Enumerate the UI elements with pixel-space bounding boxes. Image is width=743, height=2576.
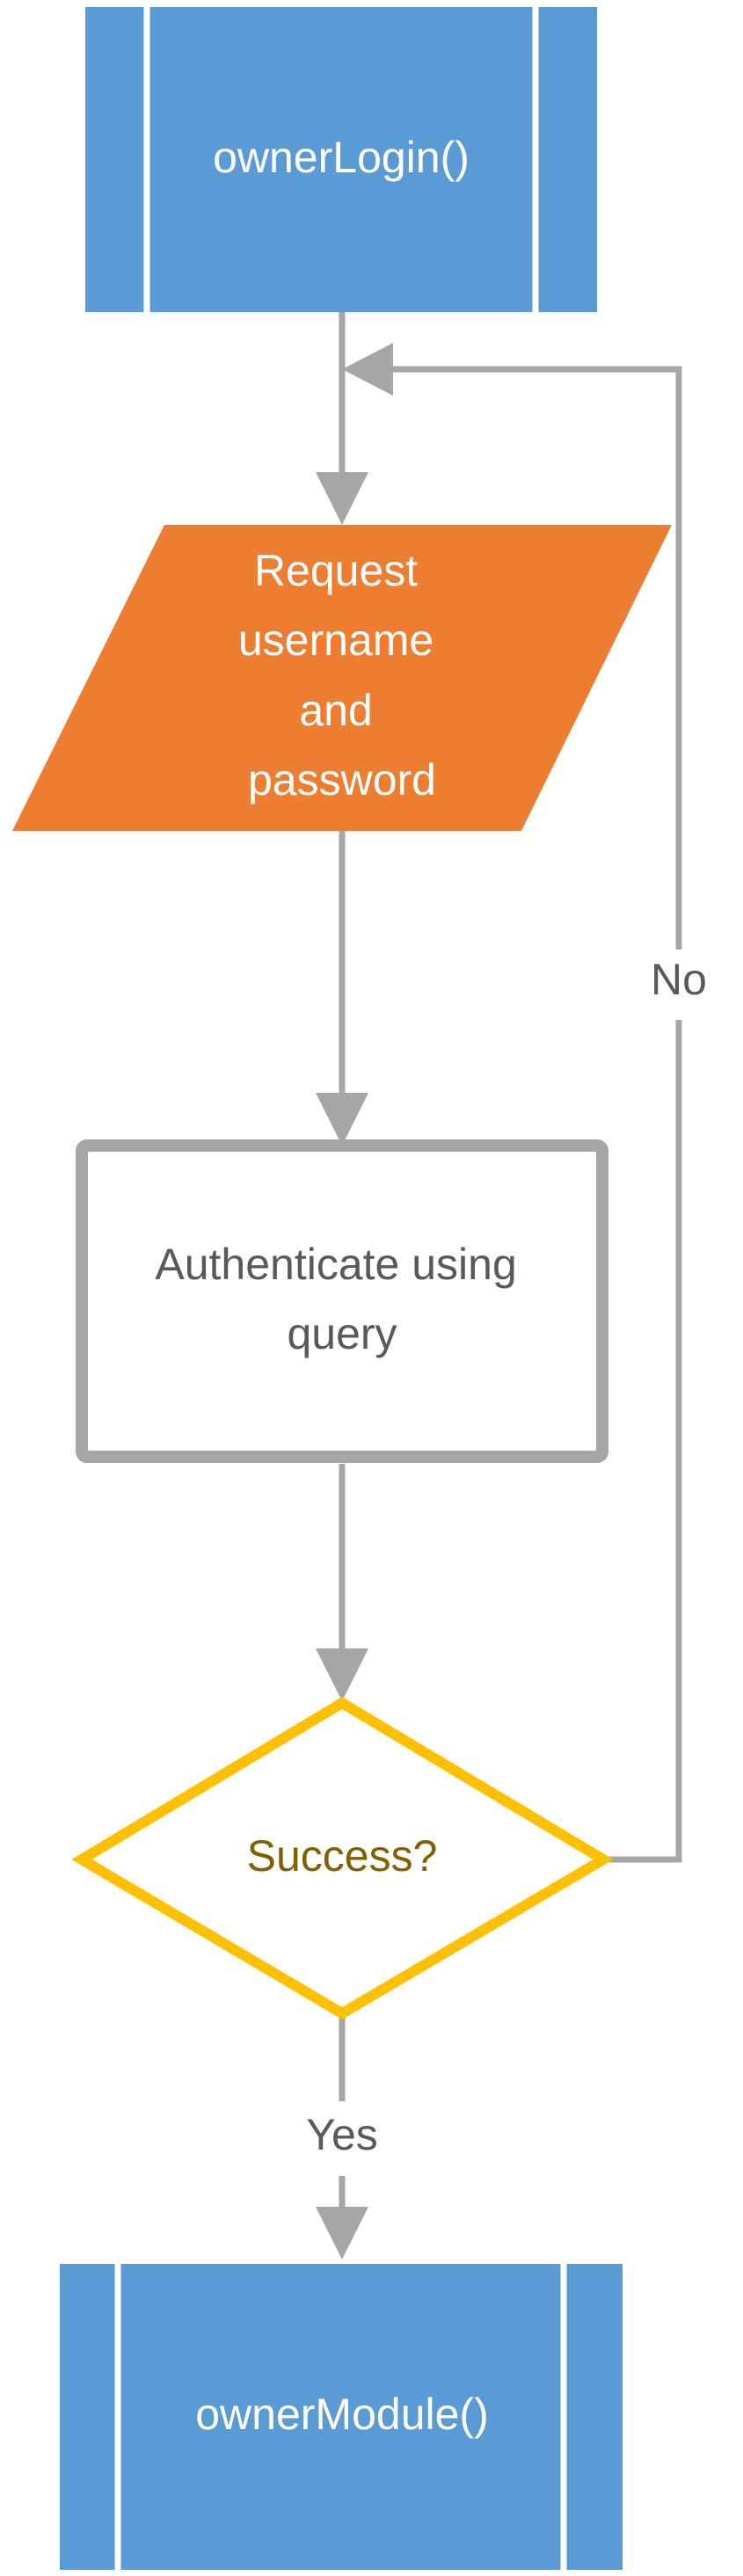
request-credentials-line-4: password [248,755,436,804]
node-owner-module: ownerModule() [60,2264,623,2570]
node-authenticate: Authenticate using query [76,1139,608,1463]
request-credentials-line-3: and [299,686,372,735]
authenticate-line-2: query [287,1309,397,1358]
predefined-process-shape [60,2264,623,2570]
predefined-process-shape [85,7,597,312]
arrowheads [316,343,393,2259]
process-shape [76,1139,608,1463]
no-edge-label: No [651,955,707,1004]
authenticate-label: Authenticate using query [155,1240,528,1358]
node-success-decision: Success? [71,1697,614,2019]
arrowhead-into-decision [316,1648,368,1701]
connectors [339,312,682,2216]
decision-shape [71,1697,614,2019]
arrowhead-into-input [316,472,368,525]
no-label-background [642,950,716,1020]
node-owner-login: ownerLogin() [85,7,597,312]
request-credentials-line-1: Request [254,546,418,595]
authenticate-line-1: Authenticate using [155,1240,516,1289]
edge-labels: No Yes [306,950,716,2159]
owner-login-label: ownerLogin() [213,133,470,182]
node-request-credentials: Request username and password [12,525,672,831]
owner-module-label: ownerModule() [195,2390,488,2439]
success-label: Success? [247,1831,438,1881]
connector-no-loop [387,366,682,1863]
input-output-shape [12,525,672,831]
arrowhead-into-process [316,1093,368,1146]
arrowhead-no-loop [342,343,393,396]
yes-edge-label: Yes [306,2110,378,2159]
arrowhead-into-end [316,2207,368,2259]
request-credentials-line-2: username [238,615,433,665]
request-credentials-label: Request username and password [238,546,446,804]
